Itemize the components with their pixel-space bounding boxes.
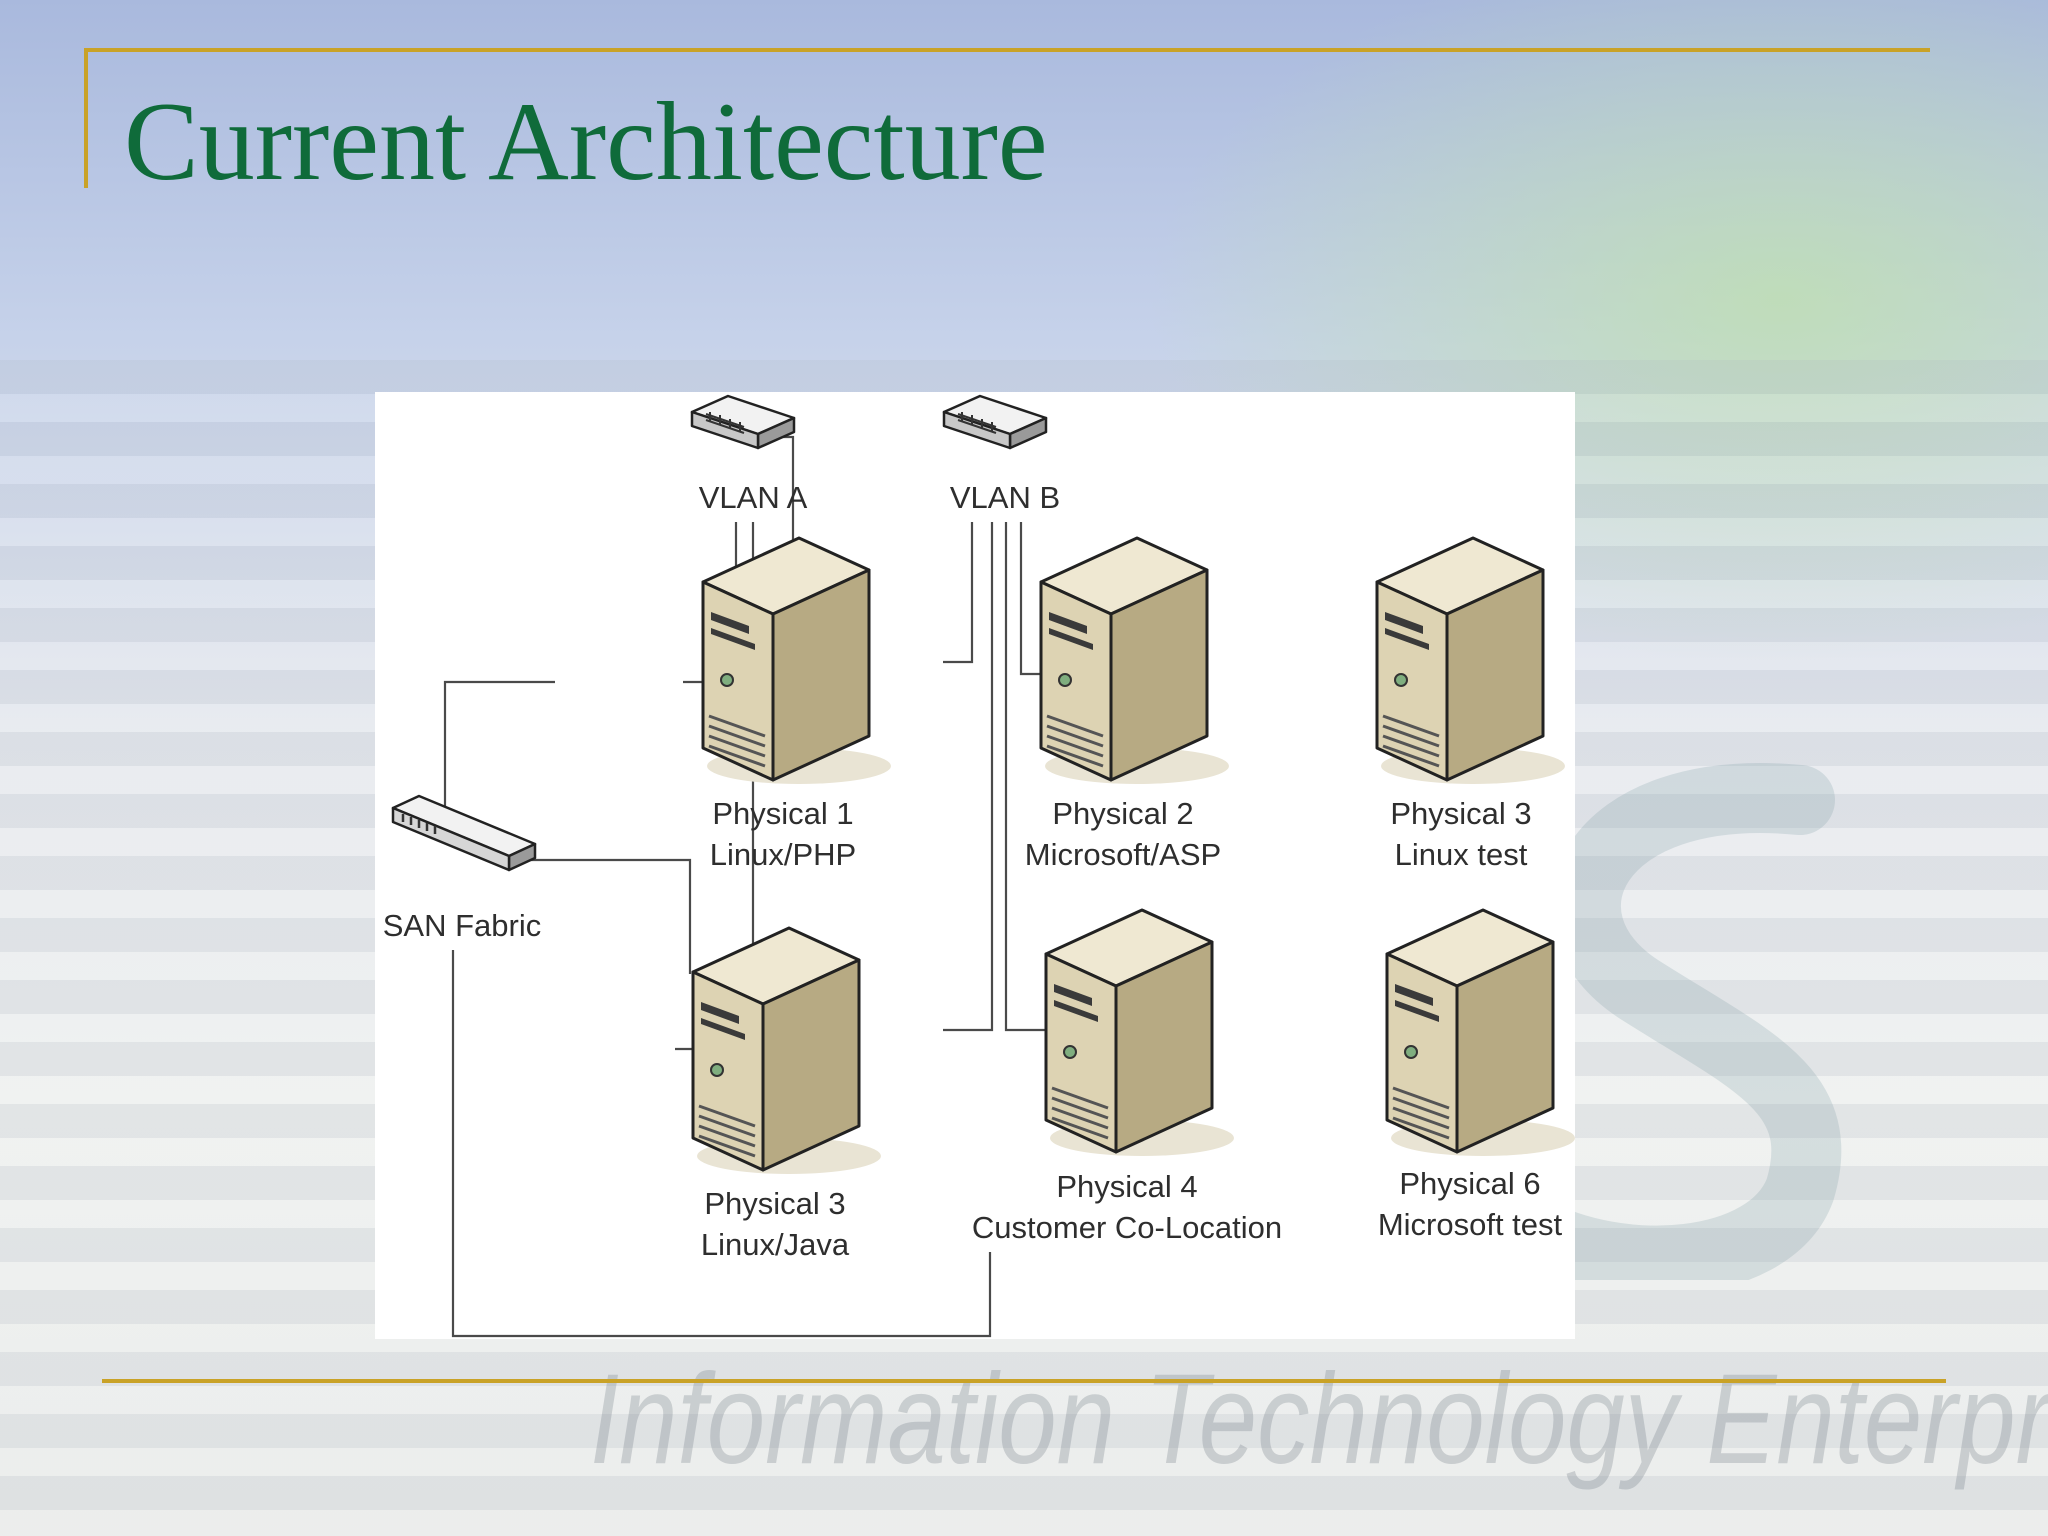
vlan-a-label: VLAN A	[699, 480, 808, 515]
server-role: Customer Co-Location	[972, 1210, 1282, 1245]
wire-san-physical-1	[443, 680, 555, 812]
watermark-text: Information Technology Enterprise	[590, 1348, 2048, 1491]
server-physical-2: Physical 2 Microsoft/ASP	[1025, 536, 1229, 872]
wire-vlan-b-physical-2	[943, 522, 974, 664]
server-role: Linux/PHP	[710, 837, 856, 872]
san-fabric-switch: SAN Fabric	[383, 794, 541, 943]
server-name: Physical 2	[1052, 796, 1193, 831]
server-physical-4: Physical 4 Customer Co-Location	[972, 908, 1282, 1245]
wire-san-physical-4	[451, 950, 992, 1338]
wire-vlan-b-physical-4	[943, 522, 994, 1032]
wire-san-physical-3-java	[530, 858, 692, 974]
title-rule-top	[84, 48, 1930, 52]
san-fabric-label: SAN Fabric	[383, 908, 541, 943]
server-icon	[1039, 536, 1229, 786]
server-name: Physical 3	[704, 1186, 845, 1221]
server-name: Physical 1	[712, 796, 853, 831]
server-role: Linux/Java	[701, 1227, 850, 1262]
server-role: Linux test	[1395, 837, 1528, 872]
server-physical-3-linux-java: Physical 3 Linux/Java	[691, 926, 881, 1262]
server-role: Microsoft/ASP	[1025, 837, 1221, 872]
server-physical-6: Physical 6 Microsoft test	[1378, 908, 1575, 1242]
server-icon	[691, 926, 881, 1176]
server-role: Microsoft test	[1378, 1207, 1563, 1242]
switch-icon	[942, 394, 1048, 450]
footer-rule	[102, 1379, 1946, 1383]
vlan-a-switch: VLAN A	[690, 394, 808, 515]
server-icon	[701, 536, 891, 786]
architecture-diagram: VLAN A VLAN B SAN Fabric Physical 1 Linu…	[375, 392, 1575, 1339]
switch-icon	[690, 394, 796, 450]
vlan-b-switch: VLAN B	[942, 394, 1060, 515]
server-icon	[1044, 908, 1234, 1158]
diagram-canvas: VLAN A VLAN B SAN Fabric Physical 1 Linu…	[383, 394, 1575, 1338]
server-name: Physical 4	[1056, 1169, 1197, 1204]
title-rule-left	[84, 48, 88, 188]
vlan-b-label: VLAN B	[950, 480, 1060, 515]
watermark-logo-swirl	[1495, 763, 1842, 1280]
server-name: Physical 6	[1399, 1166, 1540, 1201]
server-icon	[1375, 536, 1565, 786]
san-switch-icon	[391, 794, 537, 872]
server-physical-3-linux-test: Physical 3 Linux test	[1375, 536, 1565, 872]
server-physical-1: Physical 1 Linux/PHP	[701, 536, 891, 872]
server-icon	[1385, 908, 1575, 1158]
server-name: Physical 3	[1390, 796, 1531, 831]
slide-title: Current Architecture	[124, 80, 1048, 204]
